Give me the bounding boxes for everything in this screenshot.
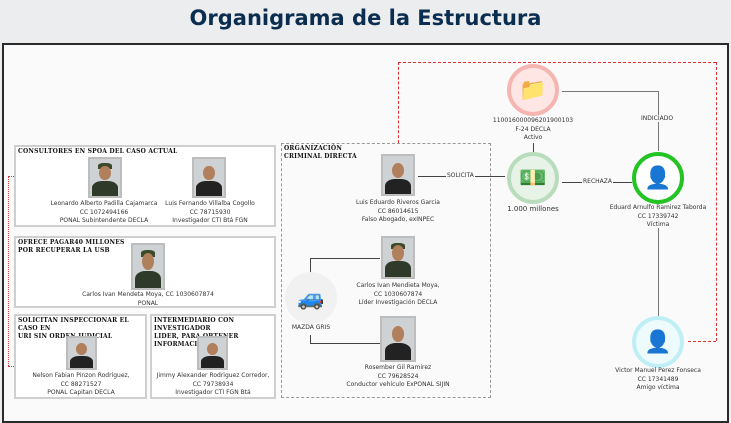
edge-label: INDICIADO <box>640 115 675 122</box>
folder-icon: 📁 <box>507 64 559 116</box>
red-connector <box>716 62 717 341</box>
connector <box>310 258 311 274</box>
connector <box>310 343 380 344</box>
person-label: Nelson Fabian Pinzon Rodríguez,CC 882715… <box>32 372 130 396</box>
person-icon: 👤 <box>632 152 684 204</box>
car-icon: 🚙 <box>285 272 337 324</box>
person-label: Jimmy Alexander Rodriguez Corredor,CC 79… <box>156 372 270 396</box>
group-heading: CONSULTORES EN SPOA DEL CASO ACTUAL <box>18 148 178 155</box>
group-heading: ORGANIZACIÓN CRIMINAL DIRECTA <box>284 145 357 160</box>
red-connector <box>398 62 399 143</box>
person-photo <box>66 336 97 370</box>
connector <box>310 335 311 343</box>
red-connector <box>688 341 716 342</box>
money-icon: 💵 <box>507 152 559 204</box>
group-consultores: CONSULTORES EN SPOA DEL CASO ACTUAL <box>14 145 276 227</box>
edge-label: RECHAZA <box>582 178 613 185</box>
red-connector <box>398 62 716 63</box>
person-icon: 👤 <box>632 316 684 368</box>
person-photo <box>192 157 226 198</box>
edge-money-case <box>533 143 534 152</box>
red-connector <box>8 176 9 366</box>
person-photo <box>381 154 415 196</box>
money-label: 1.000 millones <box>507 205 559 213</box>
person-photo <box>381 236 415 279</box>
person-photo <box>197 336 228 370</box>
person-photo <box>131 243 165 290</box>
group-heading: OFRECE PAGAR40 MILLONES POR RECUPERAR LA… <box>18 239 125 254</box>
edge-label: SOLICITA <box>446 172 475 179</box>
person-photo <box>380 316 416 362</box>
person-photo <box>88 157 122 198</box>
edge-friend <box>658 228 659 316</box>
group-organizacion: ORGANIZACIÓN CRIMINAL DIRECTA <box>281 143 491 398</box>
vehicle-label: MAZDA GRIS <box>291 324 331 331</box>
page-title: Organigrama de la Estructura <box>189 6 542 30</box>
edge-indiciado <box>562 91 658 92</box>
red-connector <box>8 366 16 367</box>
connector <box>310 258 380 259</box>
